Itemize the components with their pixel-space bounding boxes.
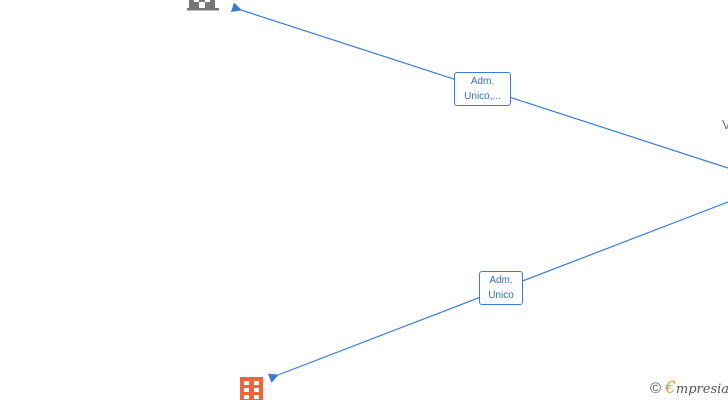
edge-label-2[interactable]: Adm. Unico	[479, 271, 523, 305]
edge-label-line: Adm.	[489, 275, 513, 286]
edge-label-line: Unico	[488, 290, 514, 301]
copyright-icon: ©	[650, 380, 662, 397]
brand-logo: €mpresia	[665, 378, 728, 398]
building-icon[interactable]	[240, 377, 263, 400]
building-icon[interactable]	[187, 0, 219, 11]
edge-label-1[interactable]: Adm. Unico,...	[454, 72, 511, 106]
brand-watermark: ©€mpresia	[650, 378, 728, 398]
edge-label-line: Unico,...	[464, 91, 501, 102]
partial-node-label: V	[722, 117, 728, 132]
edge-label-line: Adm.	[470, 76, 495, 87]
